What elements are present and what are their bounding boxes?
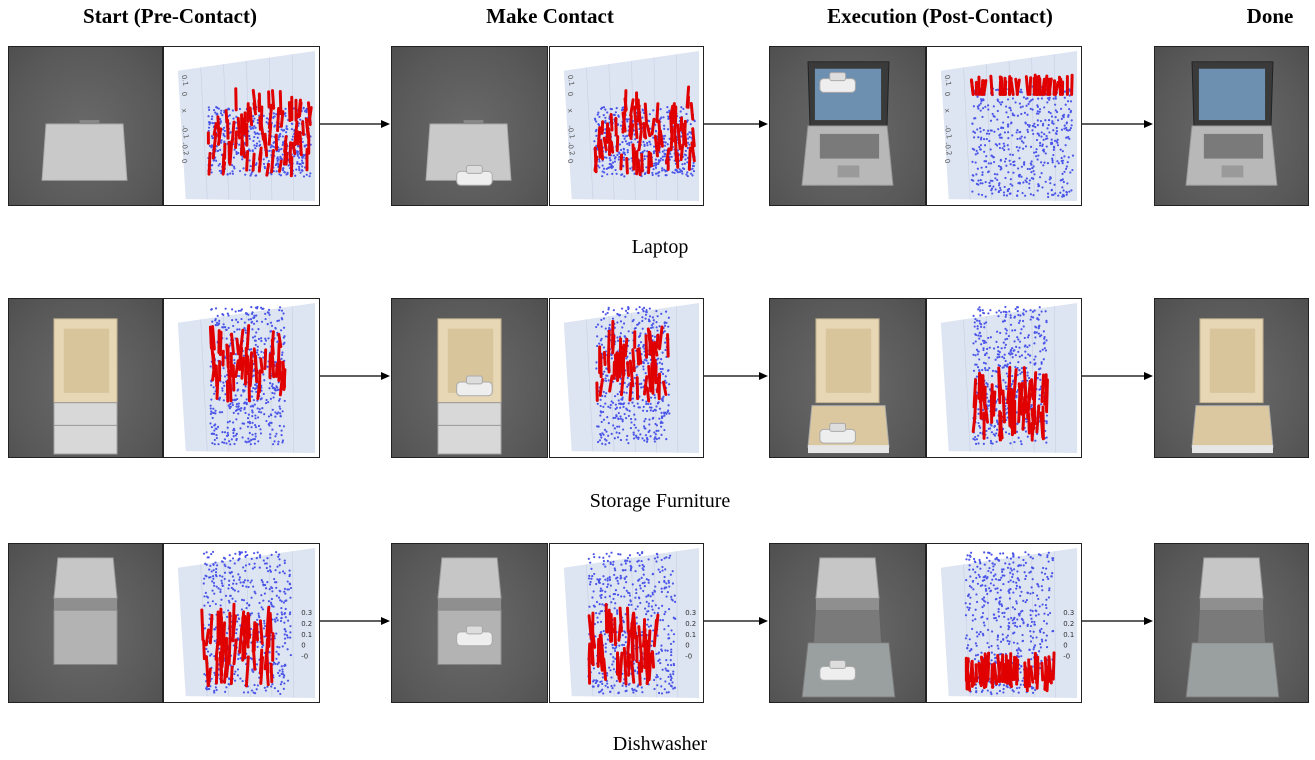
- gripper-icon: [819, 422, 856, 444]
- dishwasher-sim-view: [1154, 543, 1309, 703]
- transition-arrow: [320, 120, 390, 128]
- laptop-sim-view: [1154, 46, 1309, 206]
- affordance-arrows: [200, 602, 275, 688]
- axis-tick-label: 0.2: [685, 620, 696, 628]
- transition-arrow: [1082, 617, 1153, 625]
- header-start: Start (Pre-Contact): [83, 4, 257, 28]
- axis-tick-label: 0: [1063, 642, 1067, 650]
- axis-tick-label: x: [943, 108, 952, 113]
- drawer-affordance-plot: [549, 298, 704, 458]
- axis-tick-label: -0.1: [943, 125, 953, 140]
- axis-tick-label: 0.1: [1063, 631, 1074, 639]
- transition-arrow: [320, 617, 390, 625]
- axis-tick-label: 0: [566, 91, 575, 97]
- row-label-dishwasher: Dishwasher: [612, 733, 708, 755]
- affordance-arrows: [208, 324, 287, 403]
- dishwasher-render: [801, 557, 896, 698]
- drawer-render: [807, 318, 890, 454]
- laptop-render: [801, 61, 894, 186]
- laptop-sim-view: [391, 46, 548, 206]
- header-contact: Make Contact: [486, 4, 614, 28]
- drawer-sim-view: [8, 298, 163, 458]
- axis-tick-label: -0.2: [180, 142, 190, 157]
- dishwasher-render: [437, 557, 502, 665]
- gripper-icon: [456, 165, 493, 186]
- axis-tick-label: x: [180, 108, 189, 113]
- row-label-storage-furniture: Storage Furniture: [589, 490, 731, 512]
- axis-tick-label: 0: [943, 158, 952, 164]
- axis-tick-label: 0: [180, 91, 189, 97]
- dishwasher-render: [53, 557, 118, 665]
- drawer-render: [1191, 318, 1274, 454]
- drawer-sim-view: [769, 298, 926, 458]
- axis-tick-label: 0.3: [685, 609, 696, 617]
- header-done: Done: [1246, 4, 1294, 28]
- axis-tick-label: 0.2: [1063, 620, 1074, 628]
- drawer-sim-view: [391, 298, 548, 458]
- dishwasher-render: [1185, 557, 1280, 698]
- axis-tick-label: -0.2: [566, 142, 576, 157]
- axis-tick-label: x: [566, 108, 575, 113]
- transition-arrow: [704, 372, 768, 380]
- axis-tick-label: 0.1: [180, 74, 190, 86]
- axis-tick-label: 0: [301, 642, 305, 650]
- transition-arrow: [704, 617, 768, 625]
- axis-tick-label: 0.1: [685, 631, 696, 639]
- affordance-arrows: [971, 365, 1049, 442]
- transition-arrow: [320, 372, 390, 380]
- axis-tick-label: 0: [180, 158, 189, 164]
- affordance-arrows: [970, 73, 1074, 96]
- laptop-render: [41, 120, 128, 181]
- axis-tick-label: -0: [1063, 653, 1070, 661]
- affordance-arrows: [593, 85, 696, 177]
- gripper-icon: [456, 375, 493, 397]
- axis-tick-label: -0.1: [180, 125, 190, 140]
- gripper-icon: [456, 625, 493, 647]
- drawer-affordance-plot: [926, 298, 1082, 458]
- header-execution: Execution (Post-Contact): [827, 4, 1053, 28]
- dishwasher-affordance-plot: 0.3 0.2 0.1 0 -0: [549, 543, 704, 703]
- axis-tick-label: 0.1: [943, 74, 953, 86]
- gripper-icon: [819, 660, 856, 681]
- axis-tick-label: 0.2: [301, 620, 312, 628]
- laptop-render: [425, 120, 512, 186]
- axis-tick-label: -0: [685, 653, 692, 661]
- affordance-arrows: [595, 319, 670, 403]
- gripper-icon: [819, 72, 856, 93]
- dishwasher-sim-view: [8, 543, 163, 703]
- axis-tick-label: -0.1: [566, 125, 576, 140]
- affordance-arrows: [206, 87, 313, 178]
- drawer-affordance-plot: [163, 298, 320, 458]
- axis-tick-label: -0.2: [943, 142, 953, 157]
- axis-tick-label: 0.3: [301, 609, 312, 617]
- axis-tick-label: 0.1: [566, 74, 576, 86]
- drawer-render: [53, 318, 118, 455]
- transition-arrow: [704, 120, 768, 128]
- dishwasher-sim-view: [769, 543, 926, 703]
- axis-tick-label: 0: [943, 91, 952, 97]
- drawer-render: [437, 318, 502, 455]
- axis-tick-label: 0: [566, 158, 575, 164]
- dishwasher-affordance-plot: 0.3 0.2 0.1 0 -0: [163, 543, 320, 703]
- transition-arrow: [1082, 120, 1153, 128]
- axis-tick-label: -0: [301, 653, 308, 661]
- laptop-render: [1185, 61, 1278, 186]
- dishwasher-affordance-plot: 0.3 0.2 0.1 0 -0: [926, 543, 1082, 703]
- drawer-sim-view: [1154, 298, 1309, 458]
- affordance-arrows: [587, 603, 660, 686]
- laptop-sim-view: [769, 46, 926, 206]
- axis-tick-label: 0.1: [301, 631, 312, 639]
- axis-tick-label: 0.3: [1063, 609, 1074, 617]
- affordance-arrows: [964, 651, 1056, 693]
- row-label-laptop: Laptop: [631, 236, 689, 258]
- axis-tick-label: 0: [685, 642, 689, 650]
- laptop-sim-view: [8, 46, 163, 206]
- transition-arrow: [1082, 372, 1153, 380]
- dishwasher-sim-view: [391, 543, 548, 703]
